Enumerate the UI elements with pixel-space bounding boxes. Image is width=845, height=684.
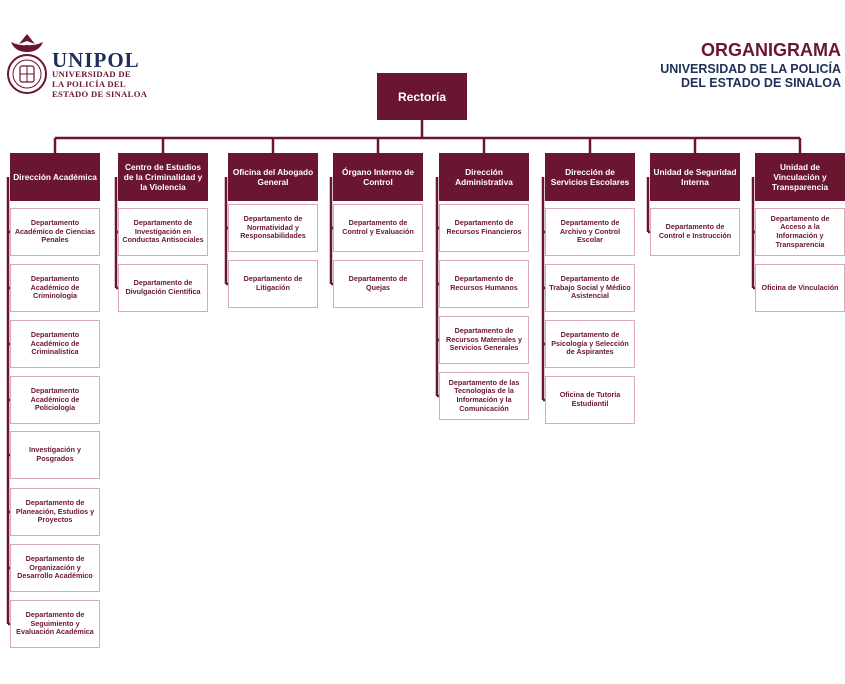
org-chart-title: ORGANIGRAMA: [701, 40, 841, 60]
org-sub-line: UNIVERSIDAD DE LA POLICÍA: [660, 62, 841, 76]
brand-sub-line: ESTADO DE SINALOA: [52, 89, 148, 99]
sub-department-box: Investigación y Posgrados: [10, 431, 100, 479]
sub-department-box: Departamento de Litigación: [228, 260, 318, 308]
sub-department-box: Departamento de Recursos Materiales y Se…: [439, 316, 529, 364]
rectoria-box: Rectoría: [377, 73, 467, 120]
sub-department-box: Departamento de Trabajo Social y Médico …: [545, 264, 635, 312]
department-header: Órgano Interno de Control: [333, 153, 423, 201]
sub-department-box: Departamento de Recursos Financieros: [439, 204, 529, 252]
department-header: Oficina del Abogado General: [228, 153, 318, 201]
sub-department-box: Departamento de Acceso a la Información …: [755, 208, 845, 256]
sub-department-box: Departamento de Organización y Desarroll…: [10, 544, 100, 592]
sub-department-box: Departamento de Planeación, Estudios y P…: [10, 488, 100, 536]
sub-department-box: Departamento de Normatividad y Responsab…: [228, 204, 318, 252]
sub-department-box: Oficina de Vinculación: [755, 264, 845, 312]
brand-name: UNIPOL: [52, 48, 140, 72]
sub-department-box: Departamento Académico de Policiología: [10, 376, 100, 424]
sub-department-box: Departamento de Divulgación Científica: [118, 264, 208, 312]
sub-department-box: Departamento de Investigación en Conduct…: [118, 208, 208, 256]
brand-sub-line: LA POLICÍA DEL: [52, 79, 126, 89]
sub-department-box: Departamento de Psicología y Selección d…: [545, 320, 635, 368]
sub-department-box: Oficina de Tutoría Estudiantil: [545, 376, 635, 424]
sub-department-box: Departamento de Recursos Humanos: [439, 260, 529, 308]
sub-department-box: Departamento de Archivo y Control Escola…: [545, 208, 635, 256]
department-header: Unidad de Seguridad Interna: [650, 153, 740, 201]
department-header: Dirección Académica: [10, 153, 100, 201]
department-header: Unidad de Vinculación y Transparencia: [755, 153, 845, 201]
sub-department-box: Departamento de Quejas: [333, 260, 423, 308]
department-header: Dirección de Servicios Escolares: [545, 153, 635, 201]
department-header: Dirección Administrativa: [439, 153, 529, 201]
sub-department-box: Departamento de las Tecnologías de la In…: [439, 372, 529, 420]
sub-department-box: Departamento Académico de Ciencias Penal…: [10, 208, 100, 256]
sub-department-box: Departamento de Seguimiento y Evaluación…: [10, 600, 100, 648]
sub-department-box: Departamento de Control e Instrucción: [650, 208, 740, 256]
org-sub-line: DEL ESTADO DE SINALOA: [681, 76, 841, 90]
brand-subtitle: UNIVERSIDAD DE LA POLICÍA DEL ESTADO DE …: [52, 69, 147, 99]
sub-department-box: Departamento de Control y Evaluación: [333, 204, 423, 252]
department-header: Centro de Estudios de la Criminalidad y …: [118, 153, 208, 201]
brand-sub-line: UNIVERSIDAD DE: [52, 69, 131, 79]
sub-department-box: Departamento Académico de Criminalística: [10, 320, 100, 368]
unipol-seal-logo: [7, 34, 47, 94]
org-chart-subtitle: UNIVERSIDAD DE LA POLICÍA DEL ESTADO DE …: [660, 62, 841, 90]
sub-department-box: Departamento Académico de Criminología: [10, 264, 100, 312]
